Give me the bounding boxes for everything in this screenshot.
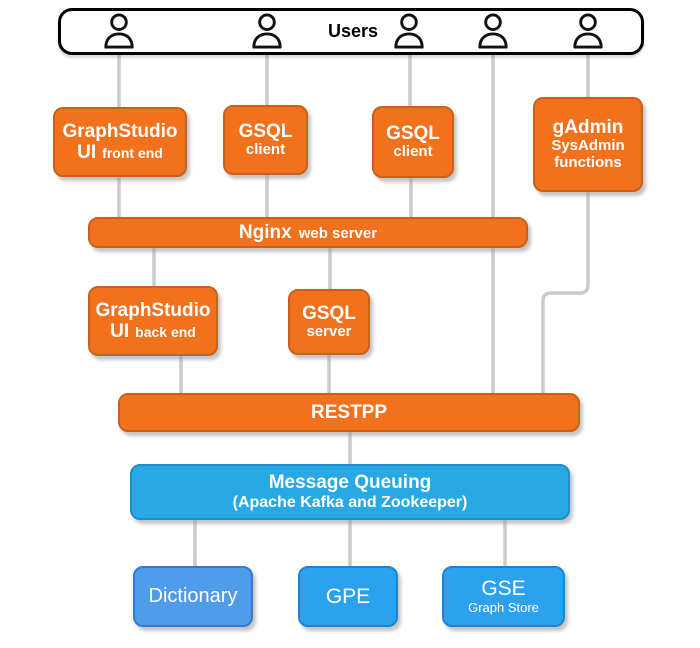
user-icon <box>570 12 606 50</box>
node-graphstudio-ui-frontend: GraphStudio UI front end <box>53 107 187 177</box>
node-gadmin: gAdmin SysAdmin functions <box>533 97 643 192</box>
node-title: GSE <box>481 577 526 601</box>
node-title: Message Queuing <box>268 472 432 494</box>
node-title: UI <box>77 142 97 163</box>
node-title: GraphStudio <box>62 120 178 142</box>
node-gsql-server: GSQL server <box>288 289 370 355</box>
node-title: RESTPP <box>310 401 388 423</box>
node-title: gAdmin <box>552 117 624 139</box>
node-gse: GSE Graph Store <box>442 566 565 627</box>
node-title: GSQL <box>302 302 356 324</box>
node-subtitle: SysAdmin <box>551 137 625 155</box>
node-subtitle: (Apache Kafka and Zookeeper) <box>232 493 468 511</box>
node-title: GraphStudio <box>95 299 211 321</box>
node-subtitle: Graph Store <box>468 599 539 615</box>
node-subtitle: client <box>393 143 433 161</box>
connector-gadmin-restpp <box>541 190 590 395</box>
node-subtitle: server <box>306 323 352 341</box>
node-subtitle: functions <box>554 154 622 172</box>
user-icon <box>101 12 137 50</box>
users-label: Users <box>327 21 379 41</box>
user-icon <box>475 12 511 50</box>
node-gsql-client-2: GSQL client <box>372 106 454 178</box>
node-graphstudio-ui-backend: GraphStudio UI back end <box>88 286 218 356</box>
node-title: Nginx <box>238 221 292 243</box>
node-subtitle: client <box>245 141 286 159</box>
node-subtitle: web server <box>298 224 378 242</box>
node-title: GSQL <box>386 122 440 144</box>
node-subtitle: back end <box>135 324 196 340</box>
node-gsql-client-1: GSQL client <box>223 105 308 175</box>
node-title: Dictionary <box>148 585 238 608</box>
node-nginx: Nginx web server <box>88 217 528 248</box>
node-restpp: RESTPP <box>118 393 580 432</box>
node-title: GPE <box>325 584 371 608</box>
user-icon <box>391 12 427 50</box>
node-gpe: GPE <box>298 566 398 627</box>
node-dictionary: Dictionary <box>133 566 253 627</box>
node-title: GSQL <box>238 120 293 142</box>
node-subtitle: front end <box>102 145 163 161</box>
node-title: UI <box>110 321 130 342</box>
node-message-queuing: Message Queuing (Apache Kafka and Zookee… <box>130 464 570 520</box>
users-bar <box>58 8 644 55</box>
user-icon <box>249 12 285 50</box>
